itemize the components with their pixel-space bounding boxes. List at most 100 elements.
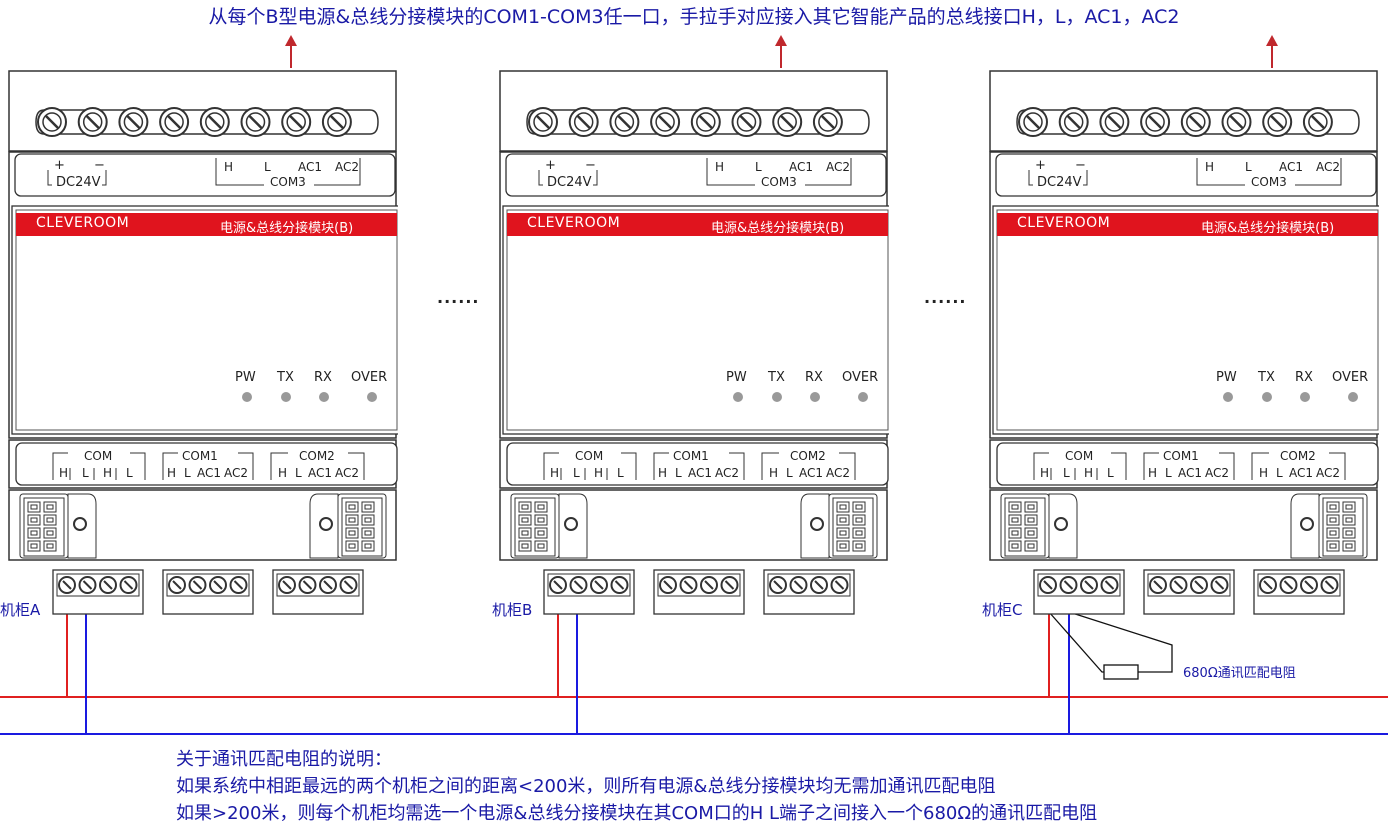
- connector-pin-icon: [855, 504, 863, 510]
- plug-screw-slot: [573, 580, 584, 590]
- terminal-screw-slot: [1188, 115, 1203, 129]
- com-pin: L: [617, 466, 624, 480]
- plug-screw-slot: [282, 580, 292, 590]
- com1-label: COM1: [1163, 449, 1199, 463]
- terminal-screw-slot: [289, 115, 304, 129]
- connector-pin-icon: [855, 530, 863, 536]
- terminal-plug-face: [56, 573, 140, 597]
- led-label: RX: [1295, 370, 1313, 385]
- plug-screw-slot: [614, 580, 625, 590]
- terminal-screw-slot: [85, 115, 100, 129]
- terminal-screw-slot: [698, 115, 713, 129]
- connector-pin-icon: [348, 530, 356, 536]
- plug-screw-slot: [1084, 580, 1094, 590]
- connector-pin-icon: [521, 530, 529, 536]
- connector-pin-icon: [537, 504, 545, 510]
- plug-screw-slot: [773, 580, 783, 590]
- terminal-screw-slot: [1107, 115, 1122, 129]
- led-pw-icon: [242, 392, 252, 402]
- terminal-screw-slot: [536, 115, 550, 129]
- com3-label: COM3: [1251, 175, 1287, 189]
- power-minus: −: [1075, 158, 1086, 173]
- led-tx-icon: [772, 392, 782, 402]
- plug-screw-slot: [213, 580, 223, 590]
- com-label: COM: [84, 449, 113, 463]
- connector-pin-icon: [1027, 517, 1035, 523]
- terminal-screw-slot: [1148, 115, 1162, 129]
- com3-pin: H: [224, 160, 234, 174]
- connector-pin-icon: [1345, 530, 1353, 536]
- com3-pin: AC2: [1316, 160, 1341, 174]
- terminal-screw-slot: [1229, 115, 1244, 129]
- led-rx-icon: [1300, 392, 1310, 402]
- connector-pin-icon: [46, 517, 54, 523]
- terminal-screw-slot: [617, 115, 632, 129]
- com-pin: H: [550, 466, 560, 480]
- connector-pin-icon: [1011, 504, 1019, 510]
- header-note: 从每个B型电源&总线分接模块的COM1-COM3任一口，手拉手对应接入其它智能产…: [208, 6, 1180, 28]
- explanation-line-2: 如果>200米，则每个机柜均需选一个电源&总线分接模块在其COM口的H L端子之…: [176, 803, 1098, 824]
- resistor-label: 680Ω通讯匹配电阻: [1183, 666, 1296, 681]
- connector-pin-icon: [348, 517, 356, 523]
- brand-logo: CLEVEROOM: [36, 215, 130, 231]
- com1-pin: AC2: [715, 466, 740, 480]
- module-body: [8, 70, 398, 615]
- connector-pin-icon: [364, 517, 372, 523]
- com1-label: COM1: [182, 449, 218, 463]
- led-label: RX: [314, 370, 332, 385]
- brand-band: [997, 213, 1378, 236]
- terminal-screw-slot: [248, 115, 263, 129]
- connector-pin-icon: [1027, 504, 1035, 510]
- com-pin: L: [1063, 466, 1070, 480]
- ellipsis-1: ......: [437, 288, 480, 307]
- plug-screw-slot: [704, 580, 714, 590]
- terminal-screw-slot: [658, 115, 672, 129]
- plug-screw-slot: [1173, 580, 1184, 590]
- plug-screw-slot: [233, 580, 244, 590]
- plug-screw-slot: [103, 580, 113, 590]
- led-pw-icon: [1223, 392, 1233, 402]
- com3-pin: AC1: [298, 160, 323, 174]
- screw-hole-icon: [810, 517, 824, 531]
- screw-hole-icon: [73, 517, 87, 531]
- led-label: PW: [1216, 370, 1237, 385]
- terminal-plug-face: [1037, 573, 1121, 597]
- plug-screw-slot: [1063, 580, 1074, 590]
- com3-pin: AC2: [335, 160, 360, 174]
- com2-pin: AC1: [799, 466, 824, 480]
- connector-pin-icon: [364, 530, 372, 536]
- plug-screw-slot: [1304, 580, 1314, 590]
- connector-pin-icon: [1027, 530, 1035, 536]
- plug-screw-slot: [594, 580, 604, 590]
- terminal-screw-slot: [45, 115, 59, 129]
- plug-screw-slot: [172, 580, 182, 590]
- com-pin: H: [59, 466, 69, 480]
- terminal-screw-slot: [1066, 115, 1081, 129]
- connector-pin-icon: [348, 543, 356, 549]
- com2-pin: H: [278, 466, 288, 480]
- connector-pin-icon: [1345, 543, 1353, 549]
- plug-screw-slot: [1104, 580, 1115, 590]
- com3-pin: L: [264, 160, 271, 174]
- led-label: TX: [768, 370, 785, 385]
- plug-screw-slot: [1153, 580, 1163, 590]
- connector-pin-icon: [30, 517, 38, 523]
- plug-screw-slot: [663, 580, 673, 590]
- plug-screw-slot: [82, 580, 93, 590]
- connector-pin-icon: [1011, 530, 1019, 536]
- power-label: DC24V: [1037, 175, 1082, 190]
- plug-screw-slot: [343, 580, 354, 590]
- bus-module-c: CLEVEROOM 电源&总线分接模块(B) + − DC24V H L AC1…: [989, 70, 1379, 616]
- terminal-plug-face: [1147, 573, 1231, 597]
- led-label: TX: [1258, 370, 1275, 385]
- connector-pin-icon: [521, 504, 529, 510]
- com2-pin: L: [295, 466, 302, 480]
- com3-pin: AC1: [1279, 160, 1304, 174]
- power-label: DC24V: [56, 175, 101, 190]
- arrow-icon-b: [775, 35, 787, 68]
- led-label: OVER: [842, 370, 879, 385]
- connector-pin-icon: [1329, 530, 1337, 536]
- module-name: 电源&总线分接模块(B): [1201, 221, 1335, 236]
- connector-pin-icon: [855, 517, 863, 523]
